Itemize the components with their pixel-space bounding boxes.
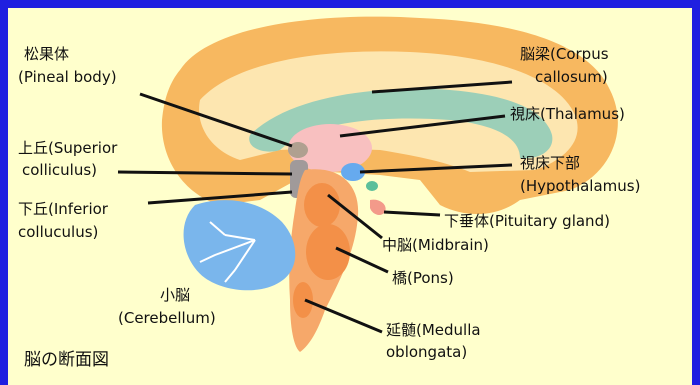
label-inferior-jp: 下丘(Inferior xyxy=(18,201,108,218)
label-hypothalamus-en: (Hypothalamus) xyxy=(520,178,640,195)
medulla-shape xyxy=(293,282,313,318)
label-medulla-jp: 延髄(Medulla xyxy=(386,322,481,339)
label-midbrain: 中脳(Midbrain) xyxy=(382,237,489,254)
diagram-title: 脳の断面図 xyxy=(24,352,109,369)
label-pineal-en: (Pineal body) xyxy=(18,69,117,86)
label-superior-jp: 上丘(Superior xyxy=(18,140,117,157)
pituitary-shape xyxy=(370,200,386,215)
superior-line xyxy=(118,172,292,174)
label-cerebellum-en: (Cerebellum) xyxy=(118,310,216,327)
label-pons: 橋(Pons) xyxy=(392,270,454,287)
midbrain-shape xyxy=(304,183,340,227)
label-medulla-en: oblongata) xyxy=(386,344,467,361)
label-inferior-en: colluculus) xyxy=(18,224,98,241)
label-pituitary: 下垂体(Pituitary gland) xyxy=(444,213,610,230)
label-corpus-en: callosum) xyxy=(535,69,608,86)
optic-dot xyxy=(366,181,378,191)
label-cerebellum-jp: 小脳 xyxy=(160,287,190,304)
label-pineal-jp: 松果体 xyxy=(24,46,69,63)
label-superior-en: colliculus) xyxy=(22,162,97,179)
pituitary-line xyxy=(384,212,440,215)
label-thalamus: 視床(Thalamus) xyxy=(510,106,625,123)
label-corpus-jp: 脳梁(Corpus xyxy=(520,46,609,63)
label-hypothalamus-jp: 視床下部 xyxy=(520,155,580,172)
